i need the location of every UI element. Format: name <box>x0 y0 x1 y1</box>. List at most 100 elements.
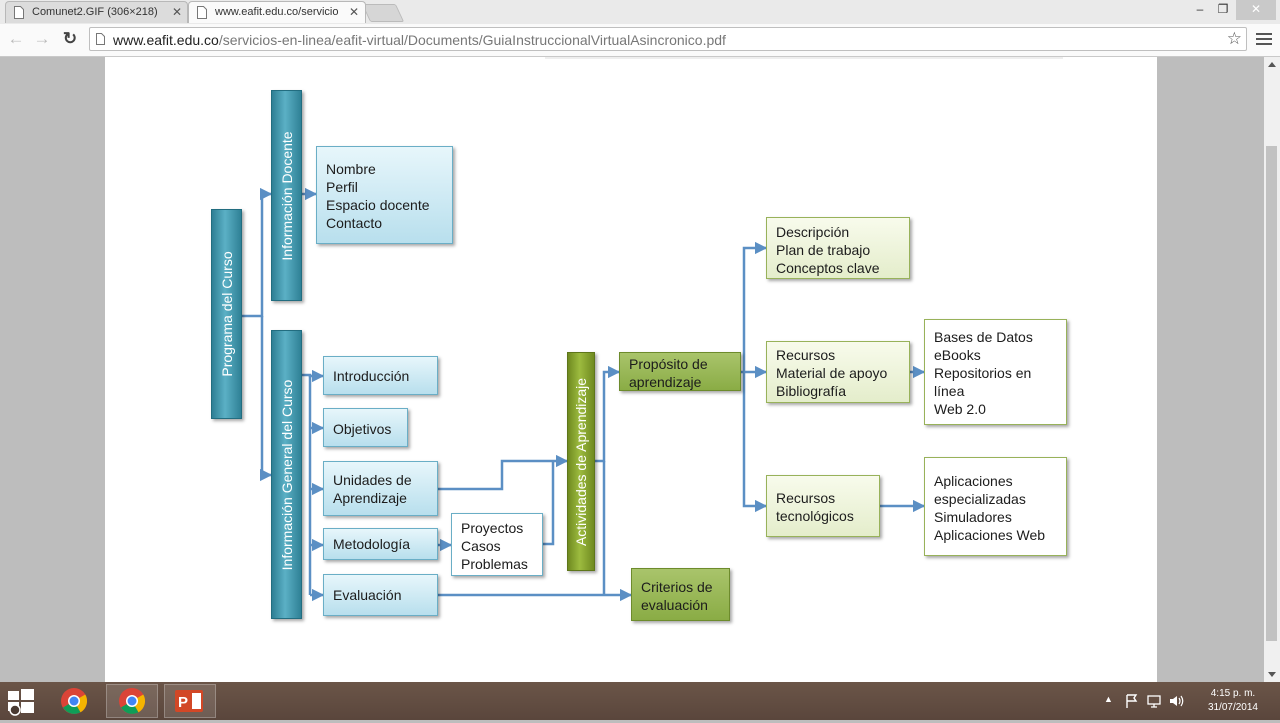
introduccion-box: Introducción <box>323 356 438 395</box>
tab-eafit[interactable]: www.eafit.edu.co/servicio ✕ <box>188 1 366 23</box>
url-host: www.eafit.edu.co <box>113 32 219 48</box>
scroll-down-icon[interactable] <box>1268 672 1276 677</box>
system-clock[interactable]: 4:15 p. m. 31/07/2014 <box>1208 687 1258 715</box>
unidades-box: Unidades de Aprendizaje <box>323 461 438 516</box>
windows-taskbar: P ▲ 4:15 p. m. 31/07/2014 <box>0 682 1280 720</box>
scroll-thumb[interactable] <box>1266 146 1277 641</box>
aplicaciones-item: Aplicaciones <box>934 473 1013 489</box>
network-icon[interactable] <box>1146 693 1162 709</box>
docente-item: Perfil <box>326 179 358 195</box>
evaluacion-label: Evaluación <box>333 587 402 603</box>
address-bar[interactable]: www.eafit.edu.co/servicios-en-linea/eafi… <box>89 27 1247 51</box>
tecnologicos-label-line: Recursos <box>776 490 836 506</box>
criterios-label-line: evaluación <box>641 597 708 613</box>
descripcion-item: Descripción <box>776 224 850 240</box>
url-text[interactable]: www.eafit.edu.co/servicios-en-linea/eafi… <box>113 32 726 48</box>
close-window-button[interactable]: ✕ <box>1236 0 1276 20</box>
programa-del-curso-label: Programa del Curso <box>218 251 235 377</box>
recursos-tecnologicos-box: Recursos tecnológicos <box>766 475 880 537</box>
tab-comunet[interactable]: Comunet2.GIF (306×218) ✕ <box>5 1 188 23</box>
reload-button[interactable]: ↻ <box>62 29 78 48</box>
metodologia-label: Metodología <box>333 536 411 552</box>
recursos-item: Bibliografía <box>776 383 847 399</box>
tab-close-icon[interactable]: ✕ <box>349 5 360 19</box>
powerpoint-taskbar-icon[interactable]: P <box>164 684 216 718</box>
proposito-label-line: aprendizaje <box>629 374 702 390</box>
tab-close-icon[interactable]: ✕ <box>172 5 183 19</box>
informacion-docente-label: Información Docente <box>278 130 295 261</box>
page-separator <box>545 57 1063 59</box>
docente-item: Contacto <box>326 215 383 231</box>
aplicaciones-item: Simuladores <box>934 509 1012 525</box>
forward-button[interactable]: → <box>33 29 51 48</box>
tecnologicos-label-line: tecnológicos <box>776 508 854 524</box>
bases-item: Repositorios en <box>934 365 1032 381</box>
criterios-label-line: Criterios de <box>641 579 713 595</box>
chrome-icon <box>61 688 88 714</box>
tab-title: www.eafit.edu.co/servicio <box>215 6 339 18</box>
clock-time: 4:15 p. m. <box>1210 688 1256 699</box>
metodologia-box: Metodología <box>323 528 438 560</box>
chrome-active-taskbar-icon[interactable] <box>106 684 158 718</box>
bases-item: Web 2.0 <box>934 401 986 417</box>
actividades-label: Actividades de Aprendizaje <box>573 377 589 546</box>
metodologia-items-box: Proyectos Casos Problemas <box>451 513 543 576</box>
show-hidden-icons-icon[interactable]: ▲ <box>1104 694 1113 704</box>
informacion-general-box: Información General del Curso <box>271 330 302 619</box>
docente-details-box: Nombre Perfil Espacio docente Contacto <box>316 146 453 244</box>
docente-item: Nombre <box>326 161 376 177</box>
action-center-flag-icon[interactable] <box>1124 693 1140 709</box>
volume-icon[interactable] <box>1168 693 1184 709</box>
page-icon <box>197 6 207 19</box>
start-button[interactable] <box>0 684 44 718</box>
unidades-label-line: Unidades de <box>333 472 412 488</box>
back-button[interactable]: ← <box>7 29 25 48</box>
objetivos-box: Objetivos <box>323 408 408 447</box>
recursos-box: Recursos Material de apoyo Bibliografía <box>766 341 910 403</box>
evaluacion-box: Evaluación <box>323 574 438 616</box>
proposito-box: Propósito de aprendizaje <box>619 352 741 391</box>
bases-item: línea <box>934 383 965 399</box>
course-structure-diagram: Programa del Curso Información Docente I… <box>0 57 1264 682</box>
descripcion-box: Descripción Plan de trabajo Conceptos cl… <box>766 217 910 279</box>
minimize-button[interactable]: ‒ <box>1196 2 1204 16</box>
descripcion-item: Conceptos clave <box>776 260 880 276</box>
bases-item: Bases de Datos <box>934 329 1033 345</box>
aplicaciones-item: Aplicaciones Web <box>934 527 1046 543</box>
recursos-item: Recursos <box>776 347 836 363</box>
docente-item: Espacio docente <box>326 197 430 213</box>
chrome-icon <box>119 688 146 714</box>
objetivos-label: Objetivos <box>333 421 392 437</box>
svg-text:P: P <box>178 694 188 711</box>
bookmark-star-icon[interactable]: ☆ <box>1226 29 1242 48</box>
tab-title: Comunet2.GIF (306×218) <box>32 6 158 18</box>
powerpoint-icon: P <box>175 690 203 712</box>
new-tab-button[interactable] <box>361 4 405 22</box>
criterios-box: Criterios de evaluación <box>631 568 730 621</box>
informacion-docente-box: Información Docente <box>271 90 302 301</box>
introduccion-label: Introducción <box>333 368 410 384</box>
programa-del-curso-box: Programa del Curso <box>211 209 242 419</box>
chrome-taskbar-icon[interactable] <box>48 684 100 718</box>
actividades-box: Actividades de Aprendizaje <box>567 352 595 571</box>
scroll-up-icon[interactable] <box>1268 62 1276 67</box>
unidades-label-line: Aprendizaje <box>333 490 407 506</box>
bases-item: eBooks <box>934 347 981 363</box>
recursos-item: Material de apoyo <box>776 365 888 381</box>
restore-button[interactable]: ❐ <box>1217 2 1229 16</box>
metodologia-item: Proyectos <box>461 520 524 536</box>
page-icon <box>96 33 105 45</box>
aplicaciones-box: Aplicaciones especializadas Simuladores … <box>924 457 1067 556</box>
bases-de-datos-box: Bases de Datos eBooks Repositorios en lí… <box>924 319 1067 425</box>
url-path: /servicios-en-linea/eafit-virtual/Docume… <box>218 32 726 48</box>
descripcion-item: Plan de trabajo <box>776 242 871 258</box>
informacion-general-label: Información General del Curso <box>278 379 295 570</box>
chrome-menu-icon[interactable] <box>1256 30 1272 50</box>
clock-date: 31/07/2014 <box>1207 702 1258 713</box>
vertical-scrollbar[interactable] <box>1264 57 1280 682</box>
metodologia-item: Casos <box>461 538 501 554</box>
windows-logo-icon <box>8 689 34 716</box>
aplicaciones-item: especializadas <box>934 491 1026 507</box>
connector-lines <box>241 187 926 602</box>
browser-toolbar: ← → ↻ www.eafit.edu.co/servicios-en-line… <box>0 24 1280 57</box>
